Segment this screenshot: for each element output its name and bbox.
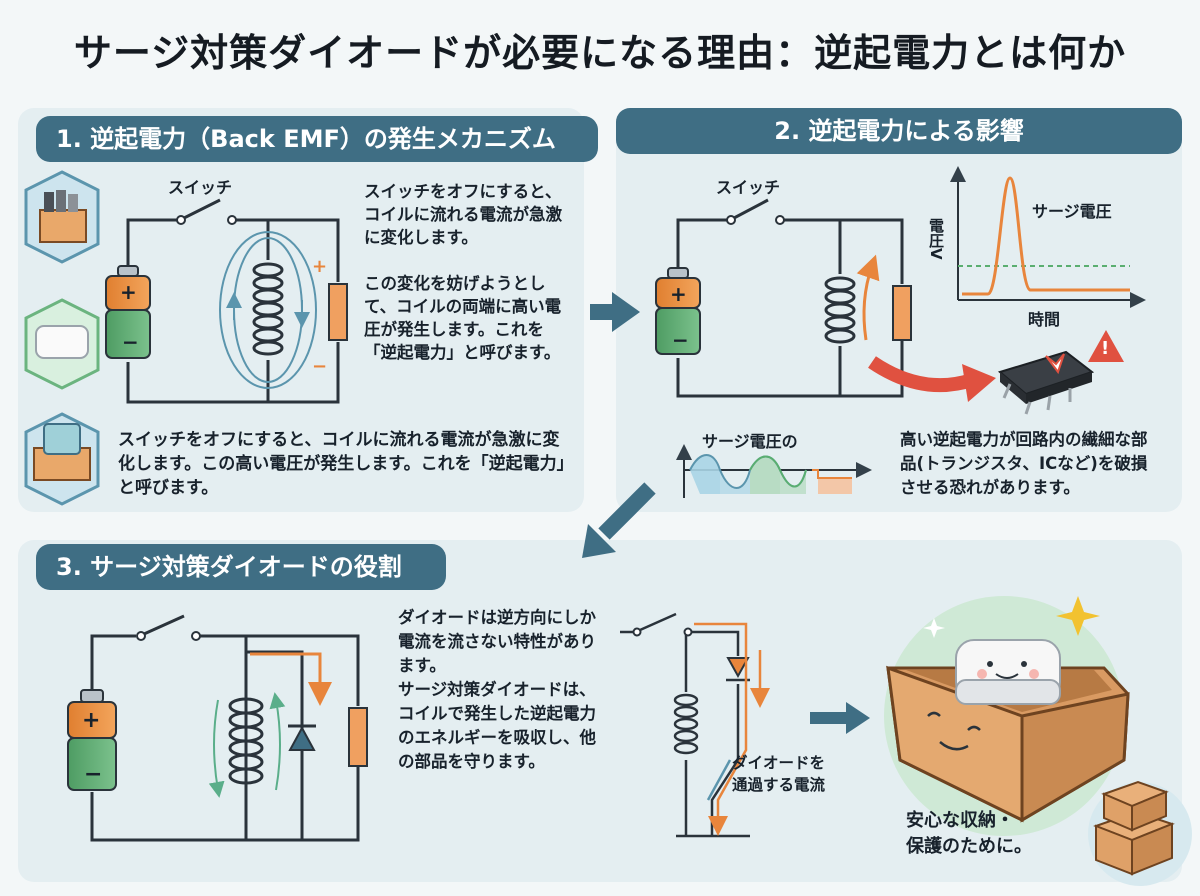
device-icon (24, 298, 100, 390)
surge-voltage-graph (950, 166, 1146, 308)
resistor2-icon (892, 285, 912, 341)
warning-icon (1088, 330, 1124, 362)
coil1-icon (252, 262, 284, 356)
coil1-minus: − (312, 356, 328, 377)
coil4-icon (673, 693, 699, 755)
storage-box-icon (24, 170, 100, 264)
damage-arrow (868, 356, 975, 393)
battery2-plus: + (670, 282, 687, 306)
surge-current-arrow (856, 254, 880, 341)
safe-storage-text: 安心な収納・ 保護のために。 (906, 810, 1032, 857)
battery1-icon (105, 265, 151, 359)
battery2-minus: − (672, 328, 689, 352)
battery3-icon (67, 689, 117, 791)
section2-header: 2. 逆起電力による影響 (616, 108, 1182, 154)
damage-explanation: 高い逆起電力が回路内の繊細な部品(トランジスタ、ICなど)を破損させる恐れがあり… (900, 430, 1148, 497)
switch1-label: スイッチ (168, 178, 233, 197)
sparkle-small-icon (923, 618, 945, 638)
section3-circuit (90, 614, 360, 842)
warning-mark: ! (1101, 338, 1110, 359)
resistor3-icon (348, 707, 368, 767)
switch1-contact-right (227, 215, 237, 225)
switch2-label: スイッチ (716, 178, 781, 197)
switch3-contact-right (191, 631, 201, 641)
switch3-contact-left (136, 631, 146, 641)
diode3-icon (288, 724, 316, 751)
arrow-2-to-3 (598, 482, 656, 540)
diode-current-arrow-1 (250, 652, 332, 706)
section1-header: 1. 逆起電力（Back EMF）の発生メカニズム (36, 116, 598, 162)
graph-peak-label: サージ電圧 (1032, 202, 1112, 221)
graph-y-label: 電圧V (927, 218, 945, 260)
page-title: サージ対策ダイオードが必要になる理由：逆起電力とは何か (73, 31, 1127, 75)
switch2-contact-right (775, 215, 785, 225)
diode-current-label: ダイオードを 通過する電流 (732, 754, 826, 794)
section2-circuit (676, 198, 904, 398)
switch1-contact-left (176, 215, 186, 225)
switch2-contact-left (726, 215, 736, 225)
stacked-boxes-icon (1088, 780, 1192, 886)
battery3-minus: − (84, 762, 103, 787)
sparkle-icon (1056, 596, 1100, 636)
section3-header: 3. サージ対策ダイオードの役割 (36, 544, 446, 590)
battery1-plus: + (120, 280, 137, 304)
safe-storage-drawer-icon (884, 596, 1130, 836)
field-lines-3 (208, 692, 286, 798)
battery2-icon (655, 267, 701, 355)
section1-summary: スイッチをオフにすると、コイルに流れる電流が急激に変化します。この高い電圧が発生… (118, 430, 566, 498)
diode-current-arrow-2 (694, 622, 748, 836)
section3-mini-circuit (620, 612, 750, 838)
coil1-plus: + (312, 256, 328, 277)
diode-explanation: ダイオードは逆方向にしか電流を流さない特性があります。 サージ対策ダイオードは、… (398, 608, 596, 771)
battery1-minus: − (122, 330, 139, 354)
coil3-icon (228, 697, 264, 785)
surge-wave-label: サージ電圧の (702, 432, 798, 451)
field-lines-1 (219, 231, 317, 389)
section1-explanation: スイッチをオフにすると、コイルに流れる電流が急激に変化します。 この変化を妨げよ… (364, 182, 562, 362)
damaged-ic-icon (997, 350, 1095, 415)
battery3-plus: + (82, 708, 101, 733)
resistor1-icon (328, 283, 348, 341)
drawer-device-icon (24, 412, 100, 506)
coil2-icon (824, 276, 856, 344)
graph-x-label: 時間 (1028, 310, 1061, 329)
surge-curve (962, 176, 1130, 296)
surge-wave-graph (676, 444, 872, 498)
